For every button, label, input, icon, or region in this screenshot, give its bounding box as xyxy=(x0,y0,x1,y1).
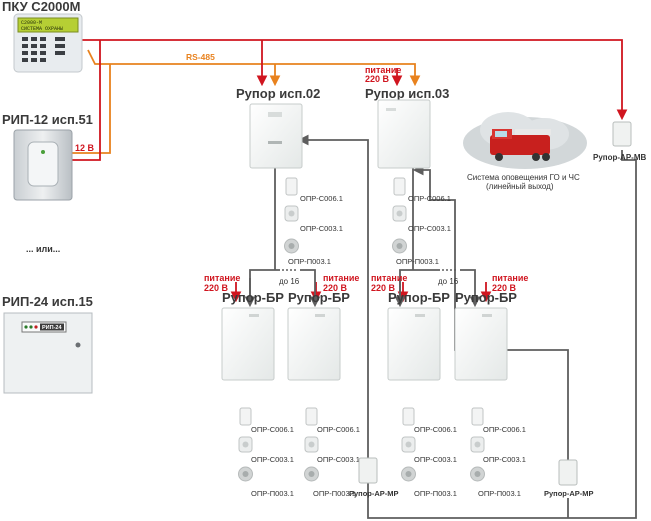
wire-12v-label: 12 В xyxy=(75,143,95,153)
rupor-mv-label: Рупор-АР-МВ xyxy=(593,153,646,162)
rs485-bus xyxy=(72,49,421,154)
module-label-p003: ОПР-П003.1 xyxy=(414,489,457,498)
br2-modules: ОПР-С006.1 ОПР-С003.1 ОПР-П003.1 xyxy=(304,407,360,498)
module-label-c006: ОПР-С006.1 xyxy=(317,425,360,434)
module-label-p003: ОПР-П003.1 xyxy=(251,489,294,498)
rip12-label: РИП-12 исп.51 xyxy=(2,112,93,127)
pku-lcd-line2: СИСТЕМА ОХРАНЫ xyxy=(21,26,63,32)
rip24-label: РИП-24 исп.15 xyxy=(2,294,93,309)
module-label-c003: ОПР-С003.1 xyxy=(408,224,451,233)
module-label-p003: ОПР-П003.1 xyxy=(478,489,521,498)
alert-system-line1: Система оповещения ГО и ЧС xyxy=(467,173,580,182)
module-label-c003: ОПР-С003.1 xyxy=(317,455,360,464)
pku-lcd-line1: С2000-М xyxy=(21,20,42,26)
power-label-top-2: 220 В xyxy=(365,74,390,84)
pku-device: С2000-М СИСТЕМА ОХРАНЫ xyxy=(13,13,83,73)
power-label-br4-1: питание xyxy=(492,273,528,283)
module-label-c003: ОПР-С003.1 xyxy=(300,224,343,233)
rupor-br-3-label: Рупор-БР xyxy=(388,290,450,305)
rupor03-device xyxy=(377,99,431,169)
power-label-br4-2: 220 В xyxy=(492,283,517,293)
rs485-label: RS-485 xyxy=(186,52,215,62)
rip24-device: РИП-24 xyxy=(3,312,93,394)
power-label-br2-2: 220 В xyxy=(323,283,348,293)
power-label-br1-2: 220 В xyxy=(204,283,229,293)
rupor-mr-right-device xyxy=(558,459,578,486)
signal-lines xyxy=(244,134,637,519)
module-label-p003: ОПР-П003.1 xyxy=(396,257,439,266)
power-label-br2-1: питание xyxy=(323,273,359,283)
rupor03-modules: ОПР-С006.1 ОПР-С003.1 ОПР-П003.1 xyxy=(392,177,451,266)
power-lines xyxy=(71,39,628,303)
module-label-c006: ОПР-С006.1 xyxy=(251,425,294,434)
br1-modules: ОПР-С006.1 ОПР-С003.1 ОПР-П003.1 xyxy=(238,407,294,498)
rupor-br-4-label: Рупор-БР xyxy=(455,290,517,305)
module-label-c003: ОПР-С003.1 xyxy=(251,455,294,464)
rupor-br-2: Рупор-БР xyxy=(287,290,350,381)
rupor-mr-left-device xyxy=(358,457,378,484)
pku-label: ПКУ С2000М xyxy=(2,0,80,14)
rupor-br-4: Рупор-БР xyxy=(454,290,517,381)
module-label-p003: ОПР-П003.1 xyxy=(313,489,356,498)
rupor-br-3: Рупор-БР xyxy=(387,290,450,381)
rupor-mr-right-label: Рупор-АР-МР xyxy=(544,489,594,498)
alert-system-line2: (линейный выход) xyxy=(486,182,554,191)
upto16-label-left: до 16 xyxy=(279,277,300,286)
br3-modules: ОПР-С006.1 ОПР-С003.1 ОПР-П003.1 xyxy=(401,407,457,498)
power-label-br3-1: питание xyxy=(371,273,407,283)
power-label-top-1: питание xyxy=(365,65,401,75)
rupor02-modules: ОПР-С006.1 ОПР-С003.1 ОПР-П003.1 xyxy=(284,177,343,266)
module-label-c006: ОПР-С006.1 xyxy=(300,194,343,203)
alert-system-icon xyxy=(463,112,587,169)
module-label-c003: ОПР-С003.1 xyxy=(483,455,526,464)
rip24-badge: РИП-24 xyxy=(42,325,62,331)
rupor-br-2-label: Рупор-БР xyxy=(288,290,350,305)
rupor02-device xyxy=(249,103,303,169)
module-label-c003: ОПР-С003.1 xyxy=(414,455,457,464)
upto16-label-right: до 16 xyxy=(438,277,459,286)
module-label-c006: ОПР-С006.1 xyxy=(483,425,526,434)
module-label-c006: ОПР-С006.1 xyxy=(414,425,457,434)
rupor-mr-left-label: Рупор-АР-МР xyxy=(349,489,399,498)
rupor-mv-device xyxy=(612,121,632,147)
rupor-br-1: Рупор-БР xyxy=(221,290,284,381)
br4-modules: ОПР-С006.1 ОПР-С003.1 ОПР-П003.1 xyxy=(470,407,526,498)
or-label: ... или... xyxy=(26,244,60,254)
power-label-br3-2: 220 В xyxy=(371,283,396,293)
module-label-p003: ОПР-П003.1 xyxy=(288,257,331,266)
rupor03-label: Рупор исп.03 xyxy=(365,86,449,101)
pku-keypad-icon xyxy=(22,37,65,62)
module-label-c006: ОПР-С006.1 xyxy=(408,194,451,203)
rupor02-label: Рупор исп.02 xyxy=(236,86,320,101)
rip12-device xyxy=(13,129,73,201)
rupor-br-1-label: Рупор-БР xyxy=(222,290,284,305)
power-label-br1-1: питание xyxy=(204,273,240,283)
